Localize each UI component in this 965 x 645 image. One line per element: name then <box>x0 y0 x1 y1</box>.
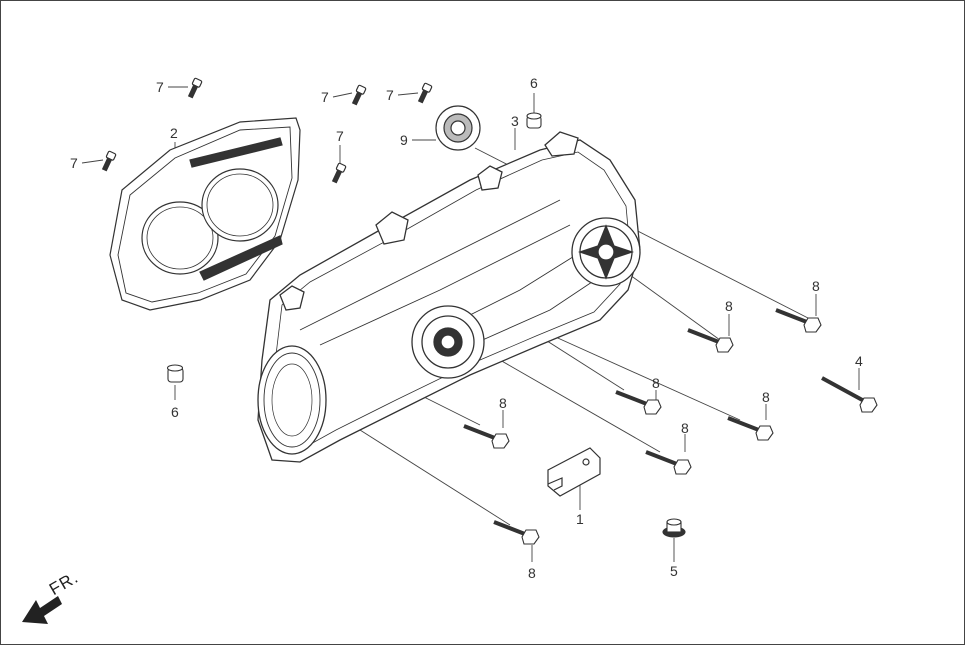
crankcase-cover <box>257 131 641 463</box>
callout-8-c: 8 <box>652 375 660 391</box>
callout-1: 1 <box>576 511 584 527</box>
bolts <box>463 308 822 545</box>
callout-7-b: 7 <box>321 89 329 105</box>
front-arrow-icon <box>22 596 62 624</box>
callout-7-a: 7 <box>156 79 164 95</box>
callout-6-top: 6 <box>530 75 538 91</box>
callout-4: 4 <box>855 353 863 369</box>
callout-7-d: 7 <box>70 155 78 171</box>
bracket <box>547 447 601 497</box>
callout-5: 5 <box>670 563 678 579</box>
bearing <box>435 105 481 151</box>
callout-8-g: 8 <box>528 565 536 581</box>
callout-8-d: 8 <box>762 389 770 405</box>
callout-7-c: 7 <box>386 87 394 103</box>
callout-6-left: 6 <box>171 404 179 420</box>
callout-7-e: 7 <box>336 128 344 144</box>
rubber-mount <box>662 518 686 538</box>
callout-3: 3 <box>511 113 519 129</box>
callout-8-a: 8 <box>812 278 820 294</box>
screws <box>101 77 433 184</box>
callout-9: 9 <box>400 132 408 148</box>
callout-8-b: 8 <box>725 298 733 314</box>
inner-plate <box>109 117 301 311</box>
callout-8-e: 8 <box>681 420 689 436</box>
callout-2: 2 <box>170 125 178 141</box>
dowel-pin-top <box>526 112 542 129</box>
long-bolt <box>821 376 878 413</box>
callout-8-f: 8 <box>499 395 507 411</box>
dowel-pin-left <box>166 364 184 383</box>
